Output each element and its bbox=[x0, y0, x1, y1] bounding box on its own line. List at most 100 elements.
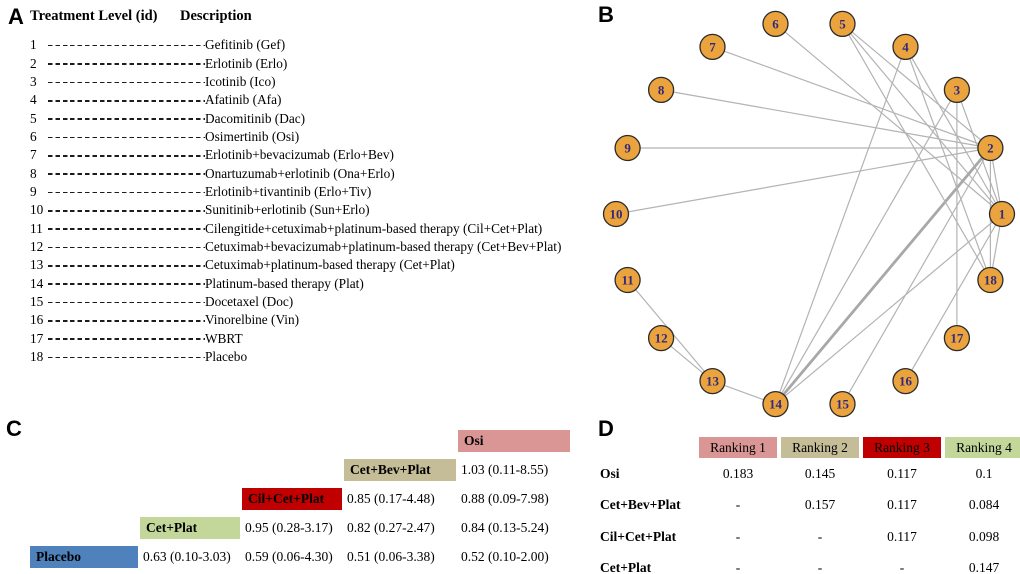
node-number: 12 bbox=[655, 331, 668, 346]
treatment-description: Sunitinib+erlotinib (Sun+Erlo) bbox=[205, 202, 370, 218]
treatment-id: 3 bbox=[30, 73, 37, 89]
ranking-column-header: Ranking 1 bbox=[699, 437, 777, 458]
panel-a-headers: Treatment Level (id) Description bbox=[30, 8, 590, 25]
node-circle bbox=[614, 134, 641, 162]
network-node-12: 12 bbox=[647, 324, 675, 352]
dash-leader bbox=[48, 136, 205, 139]
league-value-cell: 0.85 (0.17-4.48) bbox=[347, 491, 435, 506]
node-circle bbox=[892, 33, 919, 61]
node-circle bbox=[762, 10, 789, 38]
network-node-10: 10 bbox=[602, 200, 630, 228]
dash-leader bbox=[48, 228, 205, 230]
ranking-value-cell: - bbox=[899, 560, 905, 574]
node-circle bbox=[647, 324, 675, 352]
panel-d-label: D bbox=[598, 416, 614, 441]
treatment-id: 1 bbox=[30, 37, 37, 53]
dash-leader bbox=[48, 81, 205, 84]
node-circle bbox=[699, 367, 726, 395]
treatment-description: Onartuzumab+erlotinib (Ona+Erlo) bbox=[205, 165, 395, 181]
ranking-value-cell: - bbox=[817, 528, 823, 544]
dash-leader bbox=[48, 320, 205, 322]
description-header: Description bbox=[180, 8, 252, 24]
league-value-cell: 0.59 (0.06-4.30) bbox=[245, 549, 333, 564]
node-number: 9 bbox=[624, 141, 631, 156]
node-circle bbox=[647, 76, 675, 104]
network-edge-1-5 bbox=[842, 23, 1003, 215]
node-number: 16 bbox=[899, 374, 913, 389]
ranking-value-cell: - bbox=[735, 528, 741, 544]
panel-b-label: B bbox=[598, 2, 614, 27]
treatment-id: 10 bbox=[30, 202, 44, 218]
treatment-description: Gefitinib (Gef) bbox=[205, 37, 286, 53]
network-node-7: 7 bbox=[699, 33, 726, 61]
treatment-description: Erlotinib (Erlo) bbox=[205, 55, 288, 71]
league-empty-cell bbox=[30, 459, 138, 481]
league-value-cell: 0.95 (0.28-3.17) bbox=[245, 520, 333, 535]
treatment-description: WBRT bbox=[205, 330, 243, 346]
ranking-value-cell: 0.145 bbox=[804, 465, 836, 481]
network-edge-5-18 bbox=[841, 23, 991, 281]
network-edge-2-14 bbox=[774, 147, 992, 405]
node-number: 8 bbox=[658, 82, 665, 97]
dash-leader bbox=[48, 301, 205, 304]
league-treatment-cell: Cil+Cet+Plat bbox=[242, 488, 342, 510]
network-edge-2-7 bbox=[712, 46, 991, 149]
network-node-15: 15 bbox=[829, 390, 856, 418]
ranking-value-cell: 0.117 bbox=[887, 465, 917, 481]
node-number: 5 bbox=[839, 16, 846, 31]
network-edge-2-10 bbox=[615, 147, 991, 215]
dash-leader bbox=[48, 338, 205, 340]
dash-leader bbox=[48, 209, 205, 212]
node-circle bbox=[977, 134, 1004, 162]
ranking-column-header: Ranking 3 bbox=[863, 437, 941, 458]
league-treatment-cell: Osi bbox=[458, 430, 570, 452]
dash-leader bbox=[48, 246, 205, 249]
dash-leader bbox=[48, 154, 205, 157]
network-edge-1-6 bbox=[775, 23, 1003, 215]
treatment-row: 10 Sunitinib+erlotinib (Sun+Erlo) bbox=[30, 201, 620, 219]
league-empty-cell bbox=[242, 459, 342, 481]
dash-leader bbox=[48, 173, 205, 175]
ranking-value-cell: 0.1 bbox=[975, 465, 993, 481]
treatment-id: 12 bbox=[30, 238, 44, 254]
treatment-id: 15 bbox=[30, 293, 44, 309]
network-node-9: 9 bbox=[614, 134, 641, 162]
ranking-row-label: Cil+Cet+Plat bbox=[600, 528, 677, 544]
network-edge-1-4 bbox=[904, 46, 1003, 215]
node-circle bbox=[829, 10, 856, 38]
league-empty-cell bbox=[344, 430, 456, 452]
ranking-column-header: Ranking 4 bbox=[945, 437, 1020, 458]
treatment-id: 4 bbox=[30, 92, 37, 108]
ranking-value-cell: - bbox=[735, 497, 741, 513]
ranking-column-header: Ranking 2 bbox=[781, 437, 859, 458]
league-empty-cell bbox=[30, 430, 138, 452]
ranking-row-label: Osi bbox=[600, 465, 620, 481]
league-value-cell: 0.52 (0.10-2.00) bbox=[461, 549, 549, 564]
ranking-value-cell: 0.117 bbox=[887, 528, 917, 544]
node-number: 14 bbox=[769, 397, 783, 412]
network-edge-2-5 bbox=[842, 23, 991, 149]
treatment-id: 8 bbox=[30, 165, 37, 181]
node-circle bbox=[614, 266, 641, 294]
treatment-description: Cetuximab+bevacizumab+platinum-based the… bbox=[205, 238, 562, 254]
network-edge-1-14 bbox=[775, 213, 1003, 405]
panel-a-label: A bbox=[8, 4, 24, 29]
network-node-3: 3 bbox=[943, 76, 971, 104]
league-empty-cell bbox=[30, 517, 138, 539]
dash-leader bbox=[48, 44, 205, 47]
node-circle bbox=[977, 266, 1004, 294]
node-circle bbox=[943, 76, 971, 104]
node-circle bbox=[988, 200, 1016, 228]
node-circle bbox=[762, 390, 789, 418]
treatment-id: 13 bbox=[30, 257, 44, 273]
network-node-6: 6 bbox=[762, 10, 789, 38]
